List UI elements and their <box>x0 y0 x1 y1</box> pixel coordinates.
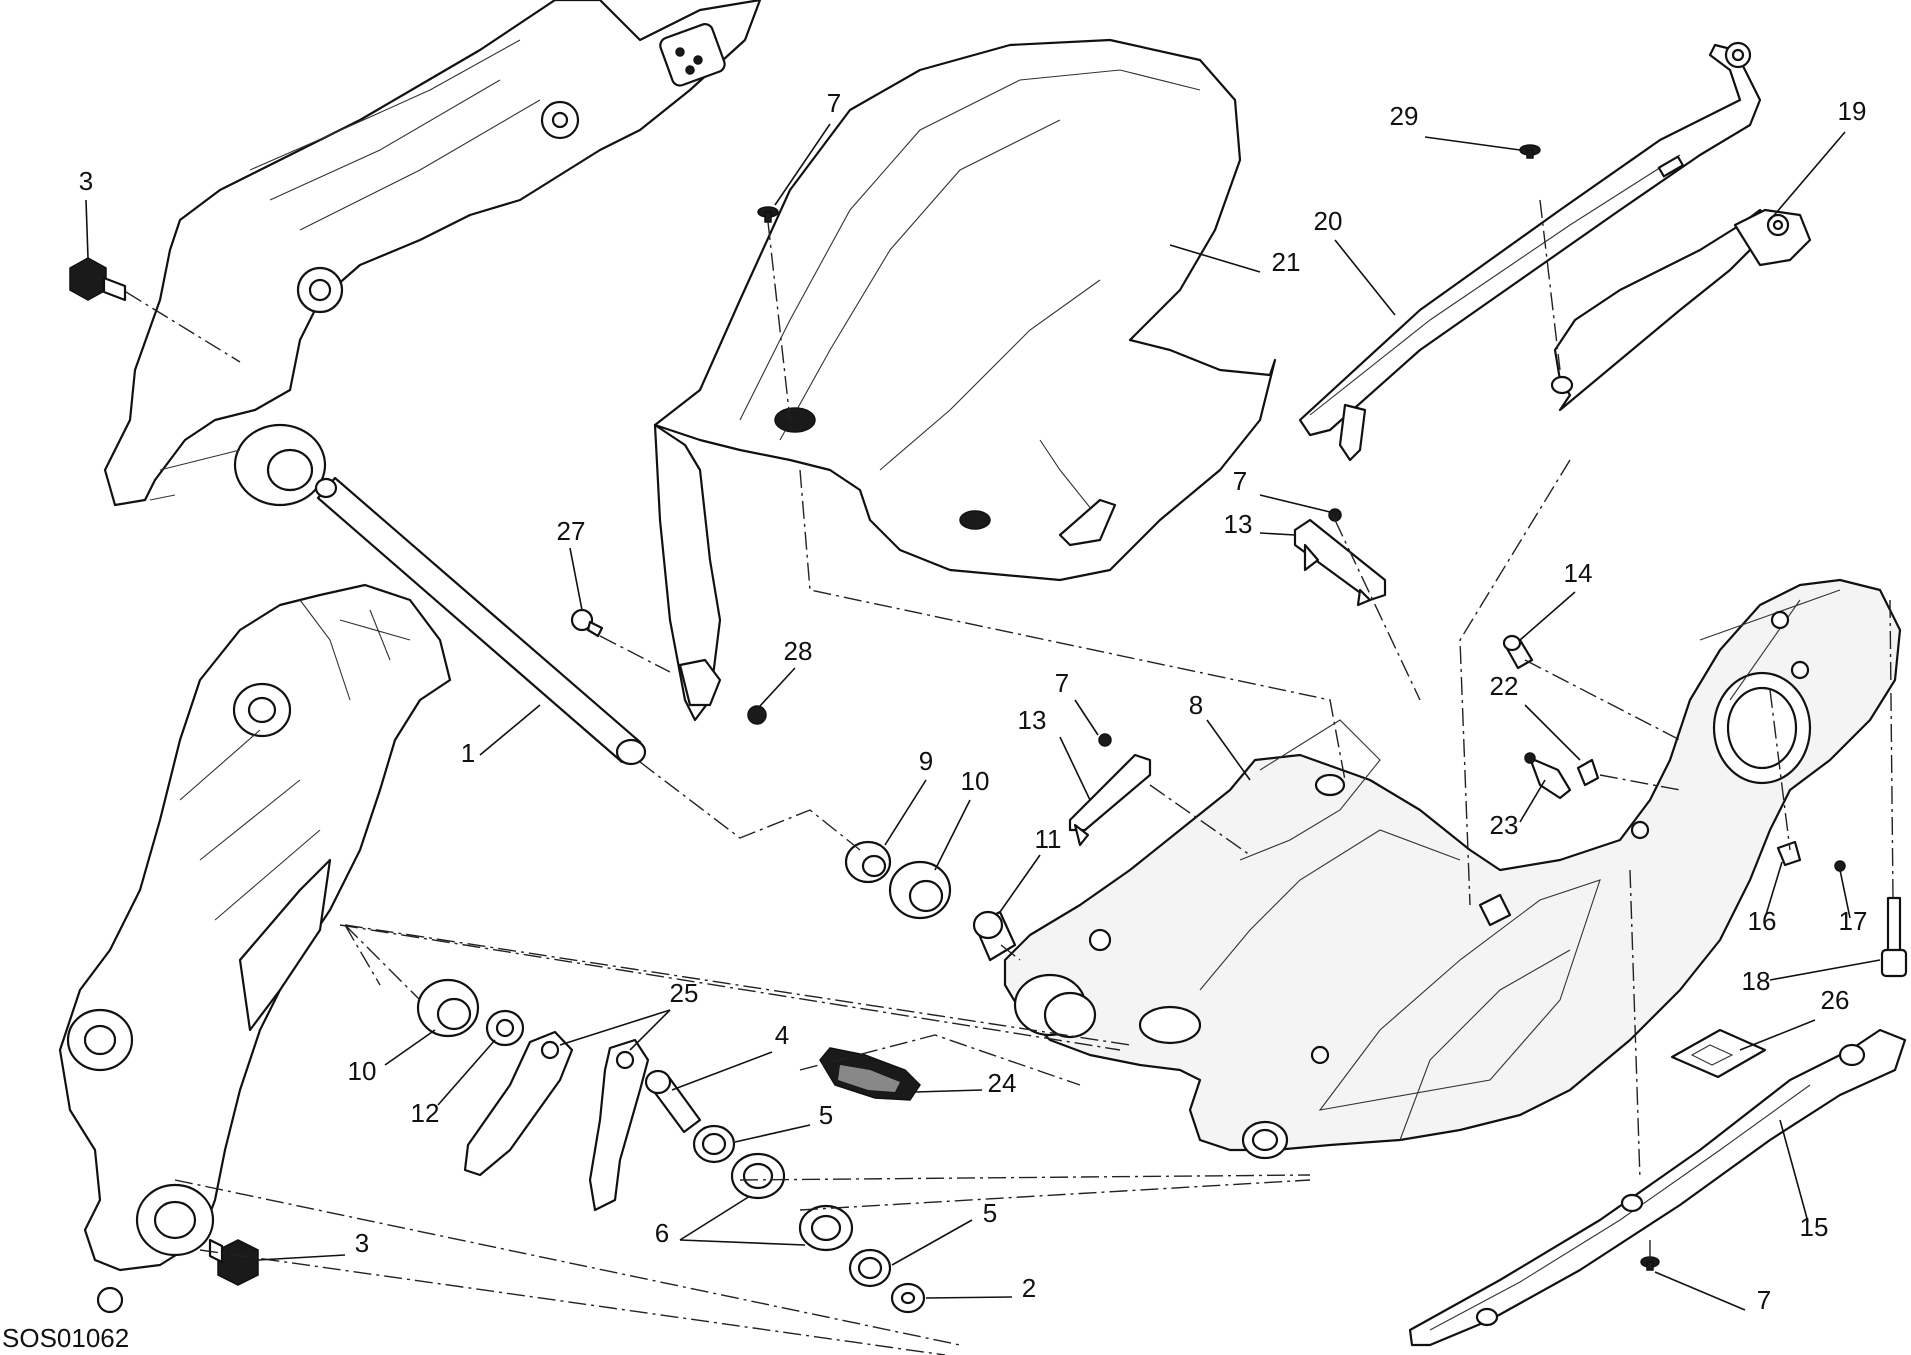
bolt-14 <box>1502 634 1534 670</box>
chain-guard-lower <box>1408 1028 1907 1347</box>
callout-5: 5 <box>819 1100 833 1130</box>
cable-clip-upper-13 <box>1293 508 1387 607</box>
nut-28 <box>747 705 767 725</box>
callout-2: 2 <box>1022 1273 1036 1303</box>
callout-11: 11 <box>1035 824 1062 854</box>
plug-24 <box>819 1047 921 1101</box>
clip-22 <box>1576 758 1600 787</box>
bolt-top-3 <box>69 257 127 302</box>
callout-5: 5 <box>983 1198 997 1228</box>
callout-9: 9 <box>919 746 933 776</box>
callout-20: 20 <box>1314 206 1343 236</box>
leader-lines <box>85 123 1881 1311</box>
callout-6: 6 <box>655 1218 669 1248</box>
callout-13: 13 <box>1018 705 1047 735</box>
callout-14: 14 <box>1564 558 1593 588</box>
callout-24: 24 <box>988 1068 1017 1098</box>
swingarm-pivot-shaft <box>314 476 647 766</box>
callout-17: 17 <box>1839 906 1868 936</box>
frame-upper <box>103 0 762 507</box>
bush-12 <box>485 1009 525 1047</box>
callout-4: 4 <box>775 1020 789 1050</box>
callout-3: 3 <box>355 1228 369 1258</box>
screw-27 <box>570 608 604 638</box>
spacer-4 <box>644 1069 702 1134</box>
cable-clip-lower-13 <box>1068 733 1152 847</box>
callout-26: 26 <box>1821 985 1850 1015</box>
ring-5-upper <box>692 1124 736 1164</box>
callout-12: 12 <box>411 1098 440 1128</box>
assembly-lines <box>125 199 1894 1355</box>
callout-7: 7 <box>1055 668 1069 698</box>
bearing-9 <box>844 840 892 884</box>
bush-11 <box>972 910 1017 962</box>
callout-10: 10 <box>961 766 990 796</box>
callout-7: 7 <box>827 88 841 118</box>
bush-6-upper <box>730 1152 786 1200</box>
callout-8: 8 <box>1189 690 1203 720</box>
callout-7: 7 <box>1757 1285 1771 1315</box>
screw-7-top <box>757 206 779 223</box>
callout-23: 23 <box>1490 810 1519 840</box>
bearing-10-left <box>416 978 480 1038</box>
callout-15: 15 <box>1800 1212 1829 1242</box>
callout-7: 7 <box>1233 466 1247 496</box>
washer-2 <box>890 1282 926 1314</box>
chain-guard-bracket <box>1550 208 1812 412</box>
nut-17 <box>1834 860 1846 872</box>
callout-10: 10 <box>348 1056 377 1086</box>
ring-5-lower <box>848 1248 892 1288</box>
callout-13: 13 <box>1224 509 1253 539</box>
callout-18: 18 <box>1742 966 1771 996</box>
callout-27: 27 <box>557 516 586 546</box>
link-plate-right-25 <box>588 1038 650 1212</box>
callout-28: 28 <box>784 636 813 666</box>
bolt-bottom-3 <box>208 1238 259 1286</box>
screw-29 <box>1519 144 1541 159</box>
callout-21: 21 <box>1272 247 1301 277</box>
bolt-18 <box>1880 896 1908 978</box>
callout-19: 19 <box>1838 96 1867 126</box>
bush-6-lower <box>798 1204 854 1252</box>
callout-3: 3 <box>79 166 93 196</box>
frame-lower <box>58 583 452 1314</box>
link-plate-left-25 <box>463 1030 574 1177</box>
callout-16: 16 <box>1748 906 1777 936</box>
callout-1: 1 <box>461 738 475 768</box>
label-plate-26 <box>1670 1028 1767 1079</box>
rear-mudguard <box>653 38 1277 722</box>
callout-29: 29 <box>1390 101 1419 131</box>
bearing-10-right <box>888 860 952 920</box>
swingarm <box>1003 578 1902 1160</box>
spring-23 <box>1524 752 1572 800</box>
chain-guard-upper <box>1298 41 1762 462</box>
callout-22: 22 <box>1490 671 1519 701</box>
drawing-code: SOS01062 <box>2 1323 129 1353</box>
callout-25: 25 <box>670 978 699 1008</box>
